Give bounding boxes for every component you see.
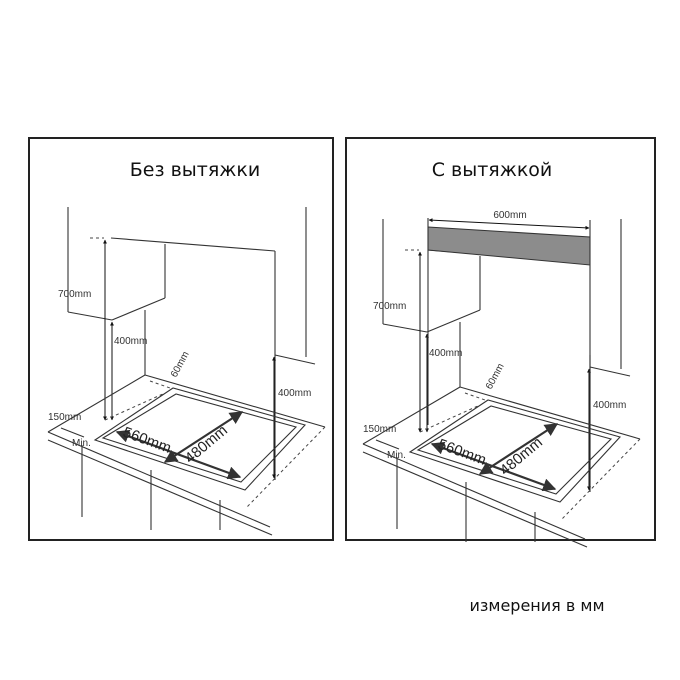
panel-frame-with-hood [345, 137, 656, 541]
height-700-label: 700mm [58, 289, 91, 300]
side-gap-dimension [375, 439, 400, 450]
panel-title-with-hood: С вытяжкой [432, 159, 553, 181]
rear-clearance-dashed [419, 404, 481, 433]
back-gap-dashed [149, 380, 171, 389]
cabinet-bottom-edge [426, 309, 481, 333]
countertop-back-edge [144, 374, 326, 428]
countertop-left-edge [47, 374, 146, 433]
side-gap-min-label: Min. [72, 438, 91, 449]
countertop-right-dashed [245, 426, 326, 509]
wall-400-label: 400mm [278, 388, 311, 399]
cutout-depth-label: 480mm [497, 434, 546, 479]
back-gap-dashed [464, 392, 486, 401]
right-wall-base [274, 354, 316, 365]
rear-clearance-dashed [104, 392, 166, 421]
cutout-depth-arrow [163, 411, 244, 463]
back-gap-label: 60mm [169, 350, 192, 380]
hood-body [427, 226, 591, 266]
countertop-front-edge [47, 431, 271, 528]
countertop-left-edge [362, 386, 461, 445]
right-wall-base [589, 366, 631, 377]
range-hood: 600mm [427, 210, 591, 488]
panel-frame-without-hood [28, 137, 334, 541]
countertop-front-lower-edge [47, 439, 273, 536]
side-gap-label: 150mm [48, 412, 81, 423]
side-gap-label: 150mm [363, 424, 396, 435]
height-700-label: 700mm [373, 301, 406, 312]
cutout-depth-label: 480mm [182, 422, 231, 467]
units-note: измерения в мм [469, 596, 604, 615]
height-400-label: 400mm [114, 336, 147, 347]
cabinet-bottom-edge [111, 297, 166, 321]
cabinet-top-line [110, 237, 276, 252]
hood-width-label: 600mm [493, 210, 526, 221]
panel-title-without-hood: Без вытяжки [130, 159, 261, 181]
wall-400-label: 400mm [593, 400, 626, 411]
countertop-front-edge [362, 443, 586, 540]
back-gap-label: 60mm [484, 362, 507, 392]
height-400-label: 400mm [429, 348, 462, 359]
hood-width-dimension [428, 218, 590, 230]
countertop-right-dashed [560, 438, 641, 521]
countertop-front-lower-edge [362, 451, 588, 548]
side-gap-min-label: Min. [387, 450, 406, 461]
cutout-depth-arrow [478, 423, 559, 475]
countertop-back-edge [459, 386, 641, 440]
side-gap-dimension [60, 427, 85, 438]
